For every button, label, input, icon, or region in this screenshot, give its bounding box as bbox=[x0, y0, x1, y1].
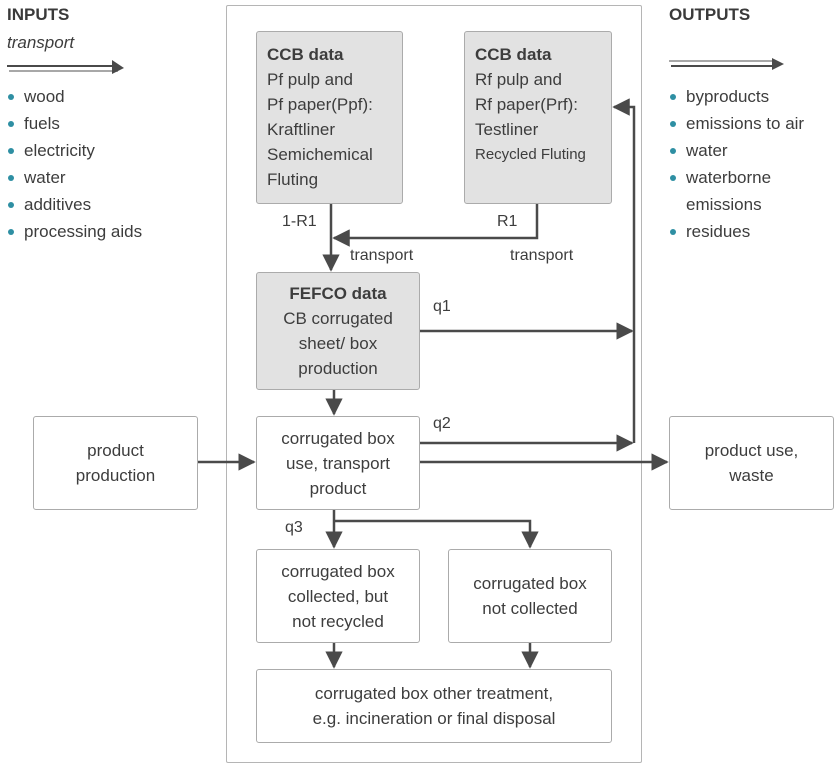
label-q3: q3 bbox=[285, 519, 303, 536]
ccb-right-line: Rf paper(Prf): bbox=[475, 95, 578, 114]
list-item: fuels bbox=[7, 110, 142, 137]
label-q1: q1 bbox=[433, 298, 451, 315]
product-use-box: product use, waste bbox=[669, 416, 834, 510]
ccb-left-box: CCB data Pf pulp and Pf paper(Ppf): Kraf… bbox=[256, 31, 403, 204]
ccb-left-title: CCB data bbox=[267, 45, 344, 64]
outputs-heading: OUTPUTS bbox=[669, 5, 751, 24]
fefco-title: FEFCO data bbox=[289, 284, 387, 303]
other-treatment-box: corrugated box other treatment, e.g. inc… bbox=[256, 669, 612, 743]
ccb-left-line: Fluting bbox=[267, 170, 319, 189]
inputs-list: wood fuels electricity water additives p… bbox=[7, 83, 142, 245]
list-item: byproducts bbox=[669, 83, 804, 110]
label-transport-left: transport bbox=[350, 247, 414, 264]
product-production-box: product production bbox=[33, 416, 198, 510]
list-item-continuation: emissions bbox=[686, 195, 762, 214]
product-use-line: waste bbox=[729, 466, 774, 485]
system-boundary bbox=[226, 5, 642, 763]
list-item: residues bbox=[669, 218, 804, 245]
ccb-left-line: Semichemical bbox=[267, 145, 373, 164]
not-recycled-line: corrugated box bbox=[281, 561, 395, 581]
not-collected-line: not collected bbox=[482, 599, 578, 618]
fefco-line: CB corrugated bbox=[283, 309, 393, 328]
collected-not-recycled-box: corrugated box collected, but not recycl… bbox=[256, 549, 420, 643]
other-treatment-line: corrugated box other treatment, bbox=[314, 684, 554, 703]
use-line: corrugated box bbox=[281, 428, 395, 448]
ccb-right-line-small: Recycled Fluting bbox=[475, 146, 586, 163]
ccb-right-box: CCB data Rf pulp and Rf paper(Prf): Test… bbox=[464, 31, 612, 204]
ccb-right-title: CCB data bbox=[475, 45, 552, 64]
list-item: electricity bbox=[7, 137, 142, 164]
product-use-line: product use, bbox=[704, 441, 799, 460]
list-item: waterborne bbox=[669, 164, 804, 191]
list-item: water bbox=[7, 164, 142, 191]
fefco-line: sheet/ box bbox=[298, 334, 378, 353]
list-item: wood bbox=[7, 83, 142, 110]
inputs-heading: INPUTS bbox=[7, 5, 70, 24]
use-line: use, transport bbox=[286, 453, 390, 473]
list-item: water bbox=[669, 137, 804, 164]
ccb-left-line: Pf pulp and bbox=[267, 70, 354, 89]
ccb-left-line: Pf paper(Ppf): bbox=[267, 95, 373, 114]
list-item: additives bbox=[7, 191, 142, 218]
label-q2: q2 bbox=[433, 415, 451, 432]
label-r1: R1 bbox=[497, 213, 518, 230]
not-recycled-line: collected, but bbox=[287, 586, 389, 606]
list-item: processing aids bbox=[7, 218, 142, 245]
not-recycled-line: not recycled bbox=[292, 611, 384, 631]
fefco-box: FEFCO data CB corrugated sheet/ box prod… bbox=[256, 272, 420, 390]
other-treatment-line: e.g. incineration or final disposal bbox=[312, 709, 556, 728]
outputs-list: byproducts emissions to air water waterb… bbox=[669, 83, 804, 245]
product-production-line: production bbox=[75, 466, 156, 485]
product-production-line: product bbox=[87, 441, 144, 460]
fefco-line: production bbox=[298, 359, 378, 378]
not-collected-box: corrugated box not collected bbox=[448, 549, 612, 643]
label-one-minus-r1: 1-R1 bbox=[282, 213, 317, 230]
label-transport-right: transport bbox=[510, 247, 574, 264]
not-collected-line: corrugated box bbox=[473, 574, 587, 593]
ccb-left-line: Kraftliner bbox=[267, 120, 336, 139]
use-line: product bbox=[309, 478, 367, 498]
use-transport-box: corrugated box use, transport product bbox=[256, 416, 420, 510]
list-item: emissions to air bbox=[669, 110, 804, 137]
ccb-right-line: Testliner bbox=[475, 120, 539, 139]
inputs-subheading: transport bbox=[7, 33, 75, 52]
ccb-right-line: Rf pulp and bbox=[475, 70, 562, 89]
